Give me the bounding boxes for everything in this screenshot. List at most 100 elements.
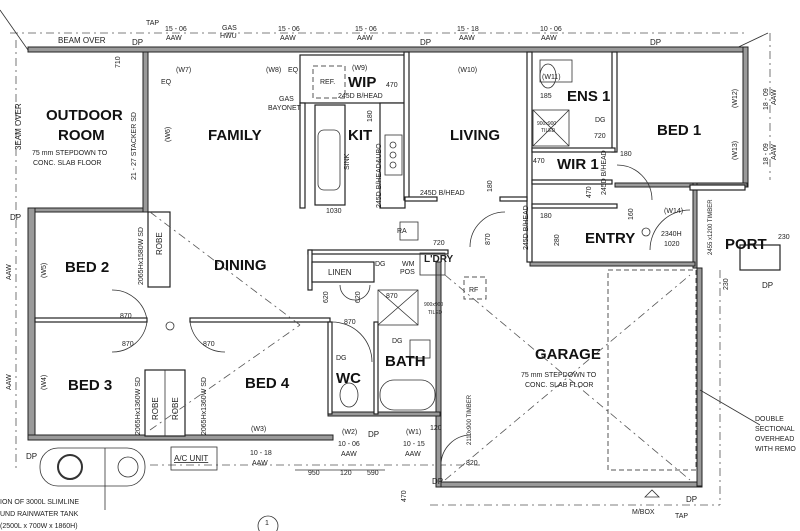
meter-box-label: M/BOX xyxy=(632,509,655,516)
window-size: 15 - 18 xyxy=(457,26,479,33)
robe-door-label: 2065Hx1580W SD xyxy=(138,227,145,285)
tiled-label: 900x900 xyxy=(537,121,556,127)
room-bed4-label: BED 4 xyxy=(245,375,290,392)
room-wip-label: WIP xyxy=(348,74,376,91)
rf-box xyxy=(463,276,487,300)
ref-label: REF. xyxy=(320,79,335,86)
window-w5: (W5) xyxy=(41,263,48,278)
dg-label: DG xyxy=(595,117,606,124)
door-swings xyxy=(111,164,691,466)
garage-door-note-2: SECTIONAL xyxy=(755,426,795,433)
dimensions: 710 470 470 470 470 180 180 180 180 185 … xyxy=(115,56,790,502)
fridge-space xyxy=(312,65,346,99)
window-size: AAW xyxy=(357,35,373,42)
window-size: AAW xyxy=(341,451,357,458)
window-w3: (W3) xyxy=(251,426,266,433)
robe-door-label: 2065Hx1360W SD xyxy=(201,377,208,435)
dp-label: DP xyxy=(650,38,661,47)
room-kit-label: KIT xyxy=(348,127,372,144)
robe-door-label: 2065Hx1360W SD xyxy=(135,377,142,435)
garage-timber-note: 2110x900 TIMBER xyxy=(467,394,473,445)
window-size: AAW xyxy=(252,460,268,467)
gas-hwu-label: GAS xyxy=(222,25,237,32)
stepdown-note-2: CONC. SLAB FLOOR xyxy=(33,160,101,167)
trough-icon xyxy=(419,252,446,276)
dimension: 620 xyxy=(323,291,330,303)
dg-label: DG xyxy=(375,261,386,268)
window-w4: (W4) xyxy=(41,375,48,390)
room-outdoor-label-2: ROOM xyxy=(58,127,105,144)
ra-label: RA xyxy=(397,228,407,235)
garage-stepdown-note: 75 mm STEPDOWN TO xyxy=(521,372,597,379)
window-w6: (W6) xyxy=(165,127,172,142)
section-marker-icon xyxy=(257,515,279,531)
pos-label: POS xyxy=(400,269,415,276)
dp-label: DP xyxy=(432,477,443,486)
window-w14: (W14) xyxy=(664,208,683,215)
rainwater-tank xyxy=(39,447,146,487)
room-bed3-label: BED 3 xyxy=(68,377,112,394)
dimension: 870 xyxy=(203,341,215,348)
ac-unit-box xyxy=(170,446,218,471)
gas-bayonet-label: GAS xyxy=(279,96,294,103)
port-timber-note: 2455 x1200 TIMBER xyxy=(708,199,714,255)
dimension: 870 xyxy=(386,293,398,300)
stacker-door-note: 21 - 27 STACKER SD xyxy=(131,112,138,180)
sink-label: SINK xyxy=(344,153,351,170)
fixtures xyxy=(39,59,651,487)
dimension: 870 xyxy=(485,233,492,245)
tank-note: ION OF 3000L SLIMLINE xyxy=(0,499,79,506)
room-port-label: PORT xyxy=(725,236,767,253)
room-wir1-label: WIR 1 xyxy=(557,156,599,173)
dimension: 180 xyxy=(367,110,374,122)
tap-label: TAP xyxy=(146,20,159,27)
dimension: 620 xyxy=(355,291,362,303)
eq-label: EQ xyxy=(161,79,172,86)
dimension: 720 xyxy=(594,133,606,140)
garage-door-note: DOUBLE xyxy=(755,416,784,423)
entry-door-width: 1020 xyxy=(664,241,680,248)
window-size: AAW xyxy=(6,264,13,280)
room-bath-label: BATH xyxy=(385,353,426,370)
setout-lines xyxy=(0,9,771,506)
garage-door-note-3: OVERHEAD xyxy=(755,436,794,443)
window-size: AAW xyxy=(771,144,778,160)
ac-unit-label: A/C UNIT xyxy=(174,454,208,463)
smoke-detector-icon xyxy=(641,227,651,237)
room-dining-label: DINING xyxy=(214,257,267,274)
dimension: 870 xyxy=(120,313,132,320)
window-size: AAW xyxy=(166,35,182,42)
toilet-icon xyxy=(339,382,359,408)
tiled-label: 900x900 xyxy=(424,302,443,308)
window-size: 15 - 06 xyxy=(165,26,187,33)
dp-label: DP xyxy=(10,213,21,222)
room-entry-label: ENTRY xyxy=(585,230,635,247)
window-w2: (W2) xyxy=(342,429,357,436)
window-size: AAW xyxy=(6,374,13,390)
window-size: 15 - 06 xyxy=(355,26,377,33)
dp-label: DP xyxy=(26,452,37,461)
dimension: 180 xyxy=(487,180,494,192)
bulkhead-label: 245D B/HEAD xyxy=(601,150,608,195)
dimension: 120 xyxy=(340,470,352,477)
garage-stepdown-note-2: CONC. SLAB FLOOR xyxy=(525,382,593,389)
bulkhead-label: 245D B/HEAD xyxy=(338,93,383,100)
window-size: 10 - 06 xyxy=(338,441,360,448)
room-ens1-label: ENS 1 xyxy=(567,88,610,105)
window-w13: (W13) xyxy=(732,141,739,160)
tank-note-2: UND RAINWATER TANK xyxy=(0,511,79,518)
interior-walls xyxy=(34,51,781,437)
tap-label: TAP xyxy=(675,513,688,520)
dp-label: DP xyxy=(368,430,379,439)
dimension: 870 xyxy=(122,341,134,348)
tank-note-3: (2500L x 700W x 1860H) xyxy=(0,523,78,530)
annotations: BEAM OVER 3EAM OVER 75 mm STEPDOWN TO CO… xyxy=(0,20,796,531)
window-size: 10 - 06 xyxy=(540,26,562,33)
dimension: 230 xyxy=(778,234,790,241)
room-labels: OUTDOOR ROOM FAMILY WIP KIT LIVING ENS 1… xyxy=(46,74,767,420)
window-size: 10 - 15 xyxy=(403,441,425,448)
window-size: 10 - 18 xyxy=(250,450,272,457)
window-sizes: 15 - 06 AAW 15 - 06 AAW 15 - 06 AAW 15 -… xyxy=(6,26,778,467)
bulkhead-label: 245D B/HEAD xyxy=(523,205,530,250)
